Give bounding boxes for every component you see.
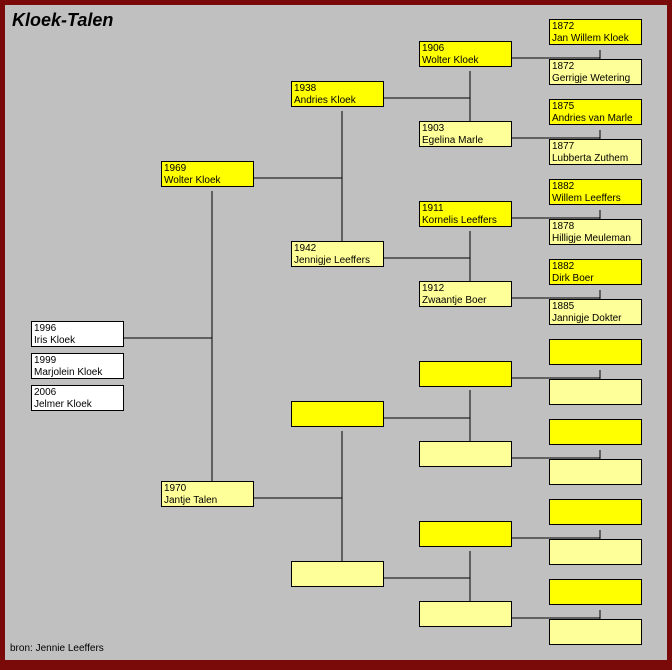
person-year: 1942 bbox=[294, 243, 317, 254]
person-box-gen4-7: 1882 Dirk Boer bbox=[549, 259, 642, 285]
connector-lines bbox=[124, 50, 601, 624]
person-box-gen4-1: 1872 Jan Willem Kloek bbox=[549, 19, 642, 45]
person-name: Iris Kloek bbox=[34, 335, 76, 346]
person-name: Marjolein Kloek bbox=[34, 367, 103, 378]
person-year: 1877 bbox=[552, 141, 575, 152]
person-box-gen4-4: 1877 Lubberta Zuthem bbox=[549, 139, 642, 165]
person-box-gen4-10 bbox=[549, 379, 642, 405]
person-box-gen3-6 bbox=[419, 441, 512, 467]
chart-title: Kloek-Talen bbox=[12, 10, 114, 30]
person-box-gen4-2: 1872 Gerrigje Wetering bbox=[549, 59, 642, 85]
person-name: Hilligje Meuleman bbox=[552, 233, 631, 244]
person-box-gen3-1: 1906 Wolter Kloek bbox=[419, 41, 512, 67]
person-year: 1903 bbox=[422, 123, 445, 134]
person-box-child-2: 1999 Marjolein Kloek bbox=[31, 353, 124, 379]
person-box-grandmother-maternal bbox=[291, 561, 384, 587]
person-year: 1875 bbox=[552, 101, 575, 112]
person-box-father: 1969 Wolter Kloek bbox=[161, 161, 254, 187]
person-year: 1999 bbox=[34, 355, 57, 366]
person-box-grandmother-paternal: 1942 Jennigje Leeffers bbox=[291, 241, 384, 267]
person-box-gen4-6: 1878 Hilligje Meuleman bbox=[549, 219, 642, 245]
person-name: Wolter Kloek bbox=[422, 55, 479, 66]
person-box-gen4-13 bbox=[549, 499, 642, 525]
person-name: Dirk Boer bbox=[552, 273, 594, 284]
person-year: 1878 bbox=[552, 221, 575, 232]
source-credit: bron: Jennie Leeffers bbox=[10, 643, 104, 654]
person-name: Andries Kloek bbox=[294, 95, 356, 106]
person-year: 1912 bbox=[422, 283, 445, 294]
person-box-gen4-14 bbox=[549, 539, 642, 565]
person-box-gen4-5: 1882 Willem Leeffers bbox=[549, 179, 642, 205]
person-name: Jannigje Dokter bbox=[552, 313, 622, 324]
person-year: 1938 bbox=[294, 83, 317, 94]
person-box-gen4-8: 1885 Jannigje Dokter bbox=[549, 299, 642, 325]
person-box-gen4-16 bbox=[549, 619, 642, 645]
person-year: 1970 bbox=[164, 483, 187, 494]
person-year: 1906 bbox=[422, 43, 445, 54]
person-box-grandfather-maternal bbox=[291, 401, 384, 427]
person-year: 2006 bbox=[34, 387, 57, 398]
person-box-gen3-4: 1912 Zwaantje Boer bbox=[419, 281, 512, 307]
person-box-gen4-3: 1875 Andries van Marle bbox=[549, 99, 642, 125]
person-box-child-1: 1996 Iris Kloek bbox=[31, 321, 124, 347]
person-year: 1872 bbox=[552, 21, 575, 32]
person-name: Jelmer Kloek bbox=[34, 399, 92, 410]
person-year: 1911 bbox=[422, 203, 444, 214]
person-box-gen3-8 bbox=[419, 601, 512, 627]
person-year: 1882 bbox=[552, 181, 575, 192]
person-name: Egelina Marle bbox=[422, 135, 484, 146]
person-name: Wolter Kloek bbox=[164, 175, 221, 186]
person-box-gen3-5 bbox=[419, 361, 512, 387]
person-name: Zwaantje Boer bbox=[422, 295, 487, 306]
person-name: Jantje Talen bbox=[164, 495, 218, 506]
person-box-gen4-9 bbox=[549, 339, 642, 365]
person-box-gen4-15 bbox=[549, 579, 642, 605]
person-name: Andries van Marle bbox=[552, 113, 633, 124]
person-box-child-3: 2006 Jelmer Kloek bbox=[31, 385, 124, 411]
person-year: 1996 bbox=[34, 323, 57, 334]
person-box-gen4-12 bbox=[549, 459, 642, 485]
person-box-gen3-2: 1903 Egelina Marle bbox=[419, 121, 512, 147]
person-box-gen4-11 bbox=[549, 419, 642, 445]
person-box-gen3-7 bbox=[419, 521, 512, 547]
person-year: 1872 bbox=[552, 61, 575, 72]
person-name: Jan Willem Kloek bbox=[552, 33, 629, 44]
person-box-gen3-3: 1911 Kornelis Leeffers bbox=[419, 201, 512, 227]
person-name: Lubberta Zuthem bbox=[552, 153, 629, 164]
person-box-mother: 1970 Jantje Talen bbox=[161, 481, 254, 507]
person-name: Gerrigje Wetering bbox=[552, 73, 631, 84]
person-year: 1882 bbox=[552, 261, 575, 272]
person-box-grandfather-paternal: 1938 Andries Kloek bbox=[291, 81, 384, 107]
person-year: 1885 bbox=[552, 301, 575, 312]
person-name: Kornelis Leeffers bbox=[422, 215, 497, 226]
person-year: 1969 bbox=[164, 163, 187, 174]
person-name: Jennigje Leeffers bbox=[294, 255, 370, 266]
person-name: Willem Leeffers bbox=[552, 193, 621, 204]
